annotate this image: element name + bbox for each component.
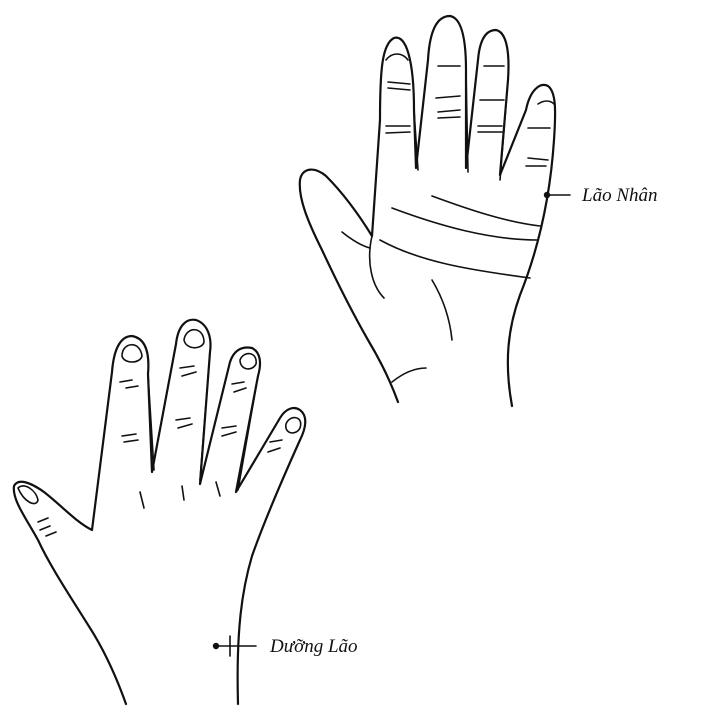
palm-thumb-crease xyxy=(342,232,370,248)
back-hand-outline xyxy=(14,320,305,704)
duong-lao-label: Dưỡng Lão xyxy=(269,636,358,657)
back-nail-index xyxy=(122,345,142,362)
back-nail-ring xyxy=(240,354,256,369)
palm-thenar-crease xyxy=(370,236,384,298)
lao-nhan-label: Lão Nhân xyxy=(581,185,658,206)
palm-wrist-crease xyxy=(392,368,426,382)
palm-life-line xyxy=(380,240,530,278)
palm-head-line xyxy=(392,208,538,240)
back-nail-thumb xyxy=(18,486,38,504)
back-hand: Dưỡng Lão xyxy=(14,320,358,704)
palm-nail-little xyxy=(538,101,554,104)
palm-hand: Lão Nhân xyxy=(300,16,658,406)
palm-lower-crease xyxy=(432,280,452,340)
palm-hand-outline xyxy=(300,16,555,406)
back-nail-little xyxy=(286,418,301,433)
back-nail-middle xyxy=(184,330,204,348)
palm-heart-line xyxy=(432,196,540,226)
palm-nail-index xyxy=(386,54,408,60)
back-knuckle-marks xyxy=(140,482,220,508)
